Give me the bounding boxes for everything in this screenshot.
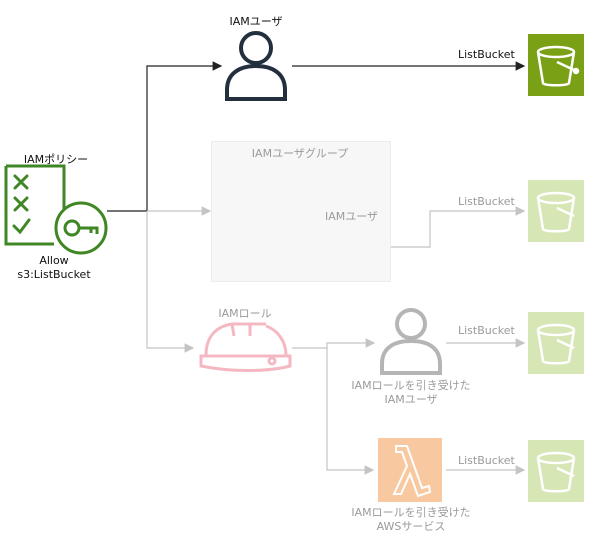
assumed-user-action-label: ListBucket: [458, 324, 515, 337]
assumed-service-label-line1: IAMロールを引き受けた: [351, 506, 471, 519]
policy-icon: [4, 164, 108, 255]
assumed-service-label-line2: AWSサービス: [376, 520, 446, 533]
connector-group-to-bucket: [372, 206, 526, 248]
assumed-user-label-line1: IAMロールを引き受けた: [351, 379, 471, 392]
policy-statement-effect: Allow: [39, 254, 69, 267]
group-action-label: ListBucket: [458, 195, 515, 208]
policy-title: IAMポリシー: [23, 153, 89, 166]
s3-bucket-faded-icon: [528, 440, 584, 502]
policy-statement-action: s3:ListBucket: [17, 268, 91, 281]
group-member-label: IAMユーザ: [325, 210, 379, 223]
s3-bucket-icon: [528, 34, 584, 96]
s3-bucket-faded-icon: [528, 180, 584, 242]
group-title: IAMユーザグループ: [251, 147, 349, 160]
user-group-container: [211, 141, 391, 282]
user-action-label: ListBucket: [458, 48, 515, 61]
s3-bucket-faded-icon: [528, 312, 584, 374]
role-hardhat-icon: [199, 322, 292, 372]
user-icon: [225, 31, 287, 101]
assumed-user-label-line2: IAMユーザ: [384, 393, 438, 406]
user-label: IAMユーザ: [229, 15, 283, 28]
role-label: IAMロール: [218, 307, 272, 320]
assumed-service-action-label: ListBucket: [458, 454, 515, 467]
assumed-user-icon: [380, 308, 442, 375]
connector-role-to-lambda: [326, 348, 375, 475]
lambda-icon: [378, 438, 442, 502]
connector-policy-to-user: [107, 61, 223, 212]
connector-policy-to-role: [146, 211, 195, 353]
connector-role-to-assumed-user: [292, 338, 376, 349]
